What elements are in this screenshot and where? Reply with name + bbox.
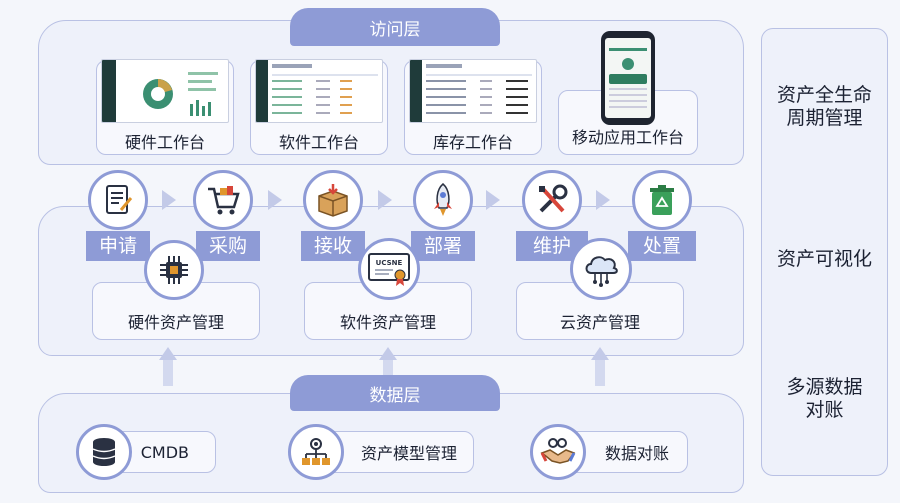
module-cloud-circle — [570, 238, 632, 300]
dashboard-thumbnail — [102, 60, 218, 122]
module-label: 硬件资产管理 — [127, 313, 224, 332]
database-icon — [92, 438, 116, 466]
flow-arrow — [486, 190, 500, 210]
up-arrow-1 — [159, 347, 177, 360]
data-item-asset-model-circle — [288, 424, 344, 480]
up-arrow-3 — [591, 347, 609, 360]
flow-arrow — [596, 190, 610, 210]
step-label-purchase: 采购 — [196, 231, 260, 261]
step-purchase[interactable] — [193, 170, 253, 230]
side-item-line: 资产可视化 — [776, 248, 872, 270]
recycle-bin-icon — [650, 185, 674, 215]
rocket-icon — [434, 183, 452, 216]
workstation-label: 库存工作台 — [432, 133, 513, 152]
flow-arrow — [162, 190, 176, 210]
side-item-line: 对账 — [805, 399, 844, 421]
data-item-label: 数据对账 — [604, 444, 669, 463]
side-item-line: 资产全生命 — [776, 84, 872, 106]
inventory-screenshot — [409, 59, 537, 123]
data-item-cmdb-circle — [76, 424, 132, 480]
workstation-software[interactable]: 软件工作台 — [250, 59, 388, 155]
up-connector-1 — [163, 358, 173, 386]
model-icon — [302, 438, 330, 465]
data-item-label: CMDB — [140, 442, 189, 462]
flow-arrow — [378, 190, 392, 210]
workstation-hardware[interactable]: 硬件工作台 — [96, 59, 234, 155]
step-label-apply: 申请 — [86, 231, 150, 261]
certificate-icon: UCSNE — [368, 253, 410, 286]
up-arrow-2 — [379, 347, 397, 360]
data-layer-title-text: 数据层 — [369, 385, 421, 406]
workstation-label: 软件工作台 — [278, 133, 359, 152]
side-item-lifecycle: 资产全生命 周期管理 — [761, 84, 888, 130]
document-icon — [106, 185, 133, 214]
access-layer-title: 访问层 — [290, 8, 500, 46]
smartphone-icon — [601, 31, 655, 125]
step-deploy[interactable] — [413, 170, 473, 230]
step-maintain[interactable] — [522, 170, 582, 230]
software-screenshot — [255, 59, 383, 123]
side-item-reconciliation: 多源数据 对账 — [761, 376, 888, 422]
module-cloud-assets[interactable]: 云资产管理 — [516, 282, 684, 340]
up-connector-3 — [595, 358, 605, 386]
handshake-icon — [540, 438, 576, 464]
side-item-line: 多源数据 — [786, 376, 863, 398]
table-thumbnail — [256, 60, 378, 122]
module-label: 云资产管理 — [559, 313, 640, 332]
data-item-label: 资产模型管理 — [360, 444, 457, 463]
step-label-dispose: 处置 — [628, 231, 696, 261]
access-layer-title-text: 访问层 — [369, 19, 421, 40]
cloud-icon — [585, 256, 618, 287]
module-hardware-circle — [144, 240, 204, 300]
data-item-reconciliation-circle — [530, 424, 586, 480]
data-layer-title: 数据层 — [290, 375, 500, 411]
tools-icon — [539, 184, 568, 213]
side-panel — [761, 28, 888, 476]
module-label: 软件资产管理 — [339, 313, 436, 332]
hardware-screenshot — [101, 59, 229, 123]
cart-icon — [208, 186, 240, 215]
step-receive[interactable] — [303, 170, 363, 230]
module-software-circle: UCSNE — [358, 238, 420, 300]
list-thumbnail — [410, 60, 532, 122]
up-connector-2 — [383, 358, 393, 386]
phone-image — [600, 30, 656, 126]
box-icon — [318, 184, 348, 217]
step-apply[interactable] — [88, 170, 148, 230]
side-item-visualization: 资产可视化 — [761, 248, 888, 271]
chip-icon — [160, 256, 188, 284]
side-item-line: 周期管理 — [786, 107, 863, 129]
step-dispose[interactable] — [632, 170, 692, 230]
certificate-badge-text: UCSNE — [376, 259, 403, 267]
workstation-inventory[interactable]: 库存工作台 — [404, 59, 542, 155]
workstation-label: 移动应用工作台 — [571, 128, 684, 147]
step-label-receive: 接收 — [301, 231, 365, 261]
step-label-deploy: 部署 — [411, 231, 475, 261]
flow-arrow — [268, 190, 282, 210]
workstation-mobile[interactable]: 移动应用工作台 — [558, 90, 698, 155]
workstation-label: 硬件工作台 — [124, 133, 205, 152]
